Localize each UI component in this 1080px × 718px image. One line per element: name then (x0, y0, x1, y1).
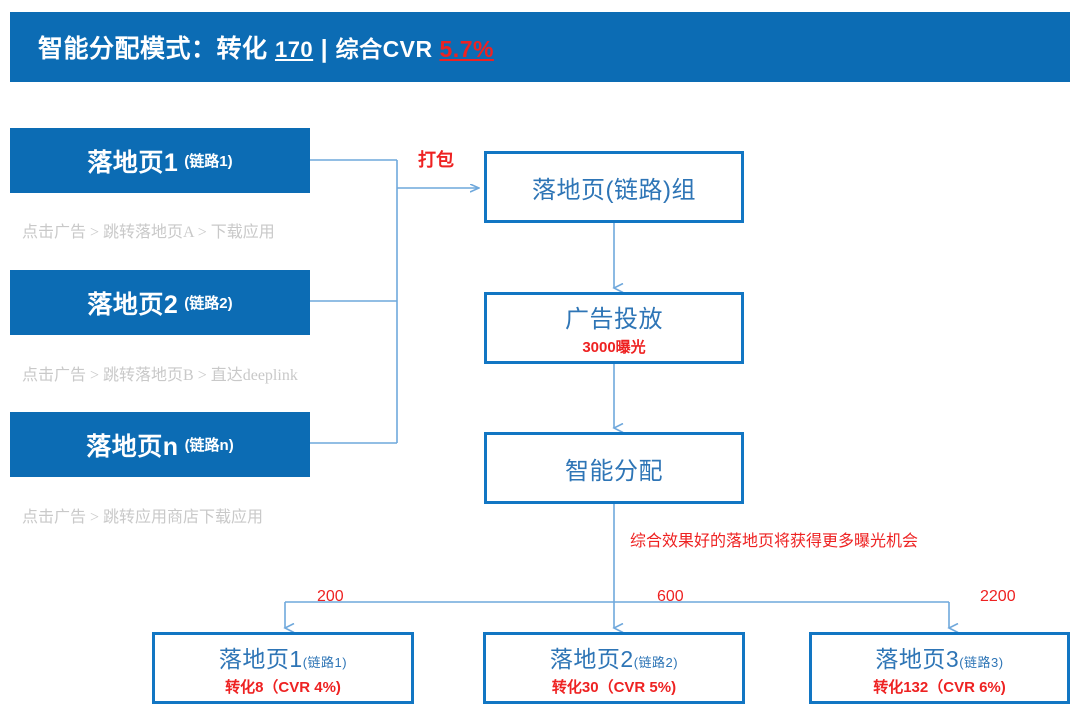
source-caption-3: 点击广告 > 跳转应用商店下载应用 (22, 509, 264, 526)
smart-allocation-box[interactable]: 智能分配 (484, 432, 744, 504)
impressions-label-3: 2200 (980, 588, 1016, 605)
result-box-2[interactable]: 落地页2(链路2) 转化30（CVR 5%) (483, 632, 745, 704)
source-box-1-subtitle: (链路1) (184, 153, 233, 170)
result-box-3[interactable]: 落地页3(链路3) 转化132（CVR 6%) (809, 632, 1070, 704)
header-cvr-value: 5.7% (439, 36, 494, 62)
source-box-1-title: 落地页1 (87, 148, 179, 177)
impressions-label-2: 600 (657, 588, 684, 605)
ad-delivery-impressions: 3000曝光 (582, 339, 646, 356)
result-box-2-sub: (链路2) (633, 654, 679, 670)
result-box-1-metric: 转化8（CVR 4%) (225, 678, 341, 696)
header-bar: 智能分配模式：转化 170 | 综合CVR 5.7% (10, 12, 1070, 82)
landing-page-group-box[interactable]: 落地页(链路)组 (484, 151, 744, 223)
source-caption-2: 点击广告 > 跳转落地页B > 直达deeplink (22, 367, 298, 384)
result-box-2-main: 落地页2 (549, 645, 634, 672)
header-prefix: 智能分配模式：转化 (38, 35, 275, 63)
header-cvr-label: 综合CVR (335, 36, 440, 62)
smart-allocation-title: 智能分配 (565, 457, 663, 485)
ad-delivery-box[interactable]: 广告投放 3000曝光 (484, 292, 744, 364)
result-box-3-title: 落地页3(链路3) (875, 640, 1003, 674)
result-box-1-main: 落地页1 (218, 645, 303, 672)
source-box-2-title: 落地页2 (87, 290, 179, 319)
pack-label: 打包 (418, 150, 454, 170)
landing-page-group-title: 落地页(链路)组 (532, 176, 696, 204)
source-box-3-subtitle: (链路n) (184, 437, 234, 454)
result-box-1-sub: (链路1) (302, 654, 348, 670)
result-box-2-metric: 转化30（CVR 5%) (551, 678, 677, 696)
page-title: 智能分配模式：转化 170 | 综合CVR 5.7% (38, 29, 494, 65)
ad-delivery-title: 广告投放 (565, 306, 663, 333)
source-box-3-title: 落地页n (86, 432, 179, 461)
source-box-1[interactable]: 落地页1 (链路1) (10, 128, 310, 193)
source-caption-1: 点击广告 > 跳转落地页A > 下载应用 (22, 224, 275, 241)
source-box-2-subtitle: (链路2) (184, 295, 233, 312)
header-conversions: 170 (274, 37, 314, 62)
header-separator: | (313, 35, 336, 63)
result-box-3-sub: (链路3) (959, 654, 1004, 670)
source-box-2[interactable]: 落地页2 (链路2) (10, 270, 310, 335)
result-box-3-main: 落地页3 (875, 645, 960, 672)
result-box-1[interactable]: 落地页1(链路1) 转化8（CVR 4%) (152, 632, 414, 704)
allocation-note: 综合效果好的落地页将获得更多曝光机会 (630, 533, 919, 550)
result-box-2-title: 落地页2(链路2) (550, 640, 678, 674)
source-box-3[interactable]: 落地页n (链路n) (10, 412, 310, 477)
result-box-1-title: 落地页1(链路1) (219, 640, 347, 674)
result-box-3-metric: 转化132（CVR 6%) (873, 678, 1006, 696)
impressions-label-1: 200 (317, 588, 344, 605)
